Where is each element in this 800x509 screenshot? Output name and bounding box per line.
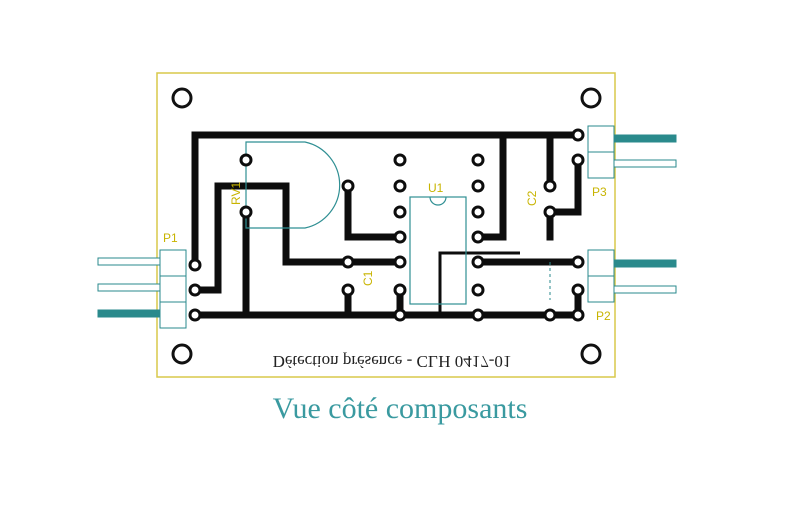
pad [571,128,585,142]
p2-header-pins [587,249,677,303]
mounting-hole-top-left [171,87,193,109]
mirrored-board-text: Détection présence - CLH 0417-01 [273,352,512,371]
view-caption: Vue côté composants [272,392,528,425]
pad [471,283,485,297]
rv1-potentiometer-outline [245,141,341,229]
pad [188,283,202,297]
pad [471,205,485,219]
pad [471,179,485,193]
p3-header-pins [587,125,677,179]
pad [571,308,585,322]
pad [543,179,557,193]
pad [393,205,407,219]
pad [471,255,485,269]
pad [543,205,557,219]
label-u1: U1 [428,181,444,195]
pad [471,230,485,244]
pad [188,258,202,272]
pad [188,308,202,322]
pad [571,255,585,269]
label-p2: P2 [596,309,611,323]
pad [471,308,485,322]
pad [341,179,355,193]
pad [571,153,585,167]
label-c1: C1 [361,270,375,286]
pad [341,283,355,297]
pads [188,128,585,322]
pad [239,153,253,167]
pad [239,205,253,219]
pad [393,255,407,269]
pad [393,179,407,193]
p1-header-pins [97,249,187,329]
pad [393,283,407,297]
pad [393,308,407,322]
pad [471,153,485,167]
pad [341,255,355,269]
label-p1: P1 [163,231,178,245]
pad [393,153,407,167]
pcb-board-outline [156,72,616,378]
pad [571,283,585,297]
label-rv1: RV1 [229,182,243,205]
mounting-hole-bottom-right [580,343,602,365]
thin-track [438,251,520,315]
pad [543,308,557,322]
pad [393,230,407,244]
mounting-hole-top-right [580,87,602,109]
label-c2: C2 [525,190,539,206]
u1-ic-outline [409,196,467,305]
mounting-hole-bottom-left [171,343,193,365]
label-p3: P3 [592,185,607,199]
